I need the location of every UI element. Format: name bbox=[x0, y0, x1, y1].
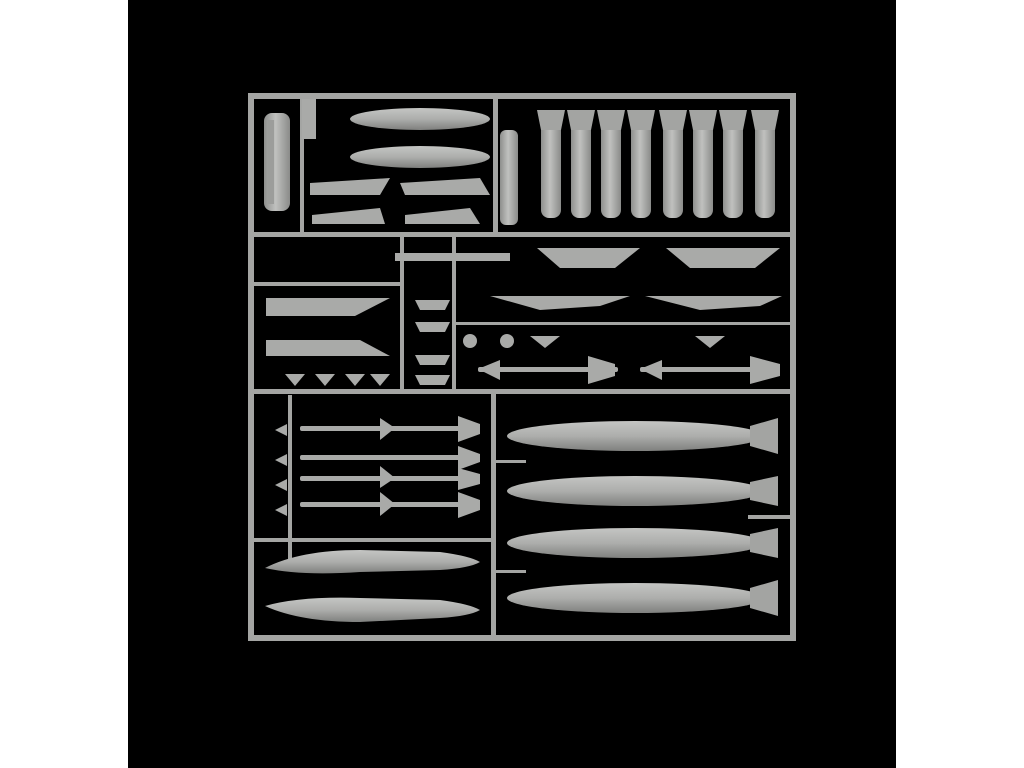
bombs-row bbox=[537, 110, 779, 218]
small-parts-cluster bbox=[302, 99, 518, 225]
small-missiles bbox=[478, 356, 780, 384]
large-drop-tanks bbox=[507, 418, 778, 616]
sprue-frame bbox=[248, 93, 796, 641]
air-to-air-missiles bbox=[275, 416, 480, 518]
pylons-and-fins bbox=[266, 248, 782, 386]
slim-fuel-tanks bbox=[265, 550, 480, 622]
drop-tank-halves bbox=[264, 113, 290, 211]
